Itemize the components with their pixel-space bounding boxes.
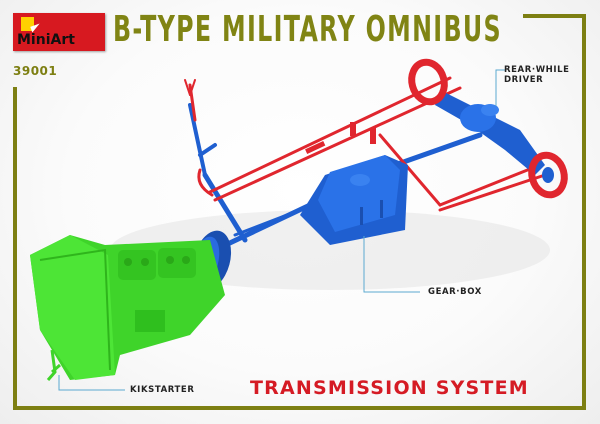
rear-wheel-hubs (408, 58, 568, 199)
page-title: B-TYPE MILITARY OMNIBUS (113, 9, 502, 50)
drive-shaft (188, 103, 483, 253)
gearbox (300, 155, 408, 245)
frame-top-border (523, 14, 586, 18)
logo-text: MiniArt (17, 32, 75, 48)
logo-yellow-square-icon (21, 17, 34, 31)
frame-bottom-border (13, 406, 586, 410)
callout-gear-box: GEAR·BOX (428, 287, 482, 297)
frame-right-border (582, 14, 586, 410)
engine (30, 235, 225, 381)
callout-leaders (58, 69, 505, 391)
miniart-logo: MiniArt (13, 13, 105, 51)
brake-rods (184, 76, 547, 212)
callout-rear-wheel-driver: REAR·WHILE DRIVER (504, 65, 570, 85)
section-subtitle: TRANSMISSION SYSTEM (250, 377, 529, 399)
kit-number: 39001 (13, 64, 58, 78)
frame-left-border (13, 87, 17, 410)
callout-kikstarter: KIKSTARTER (130, 385, 195, 395)
rear-axle (435, 90, 545, 175)
